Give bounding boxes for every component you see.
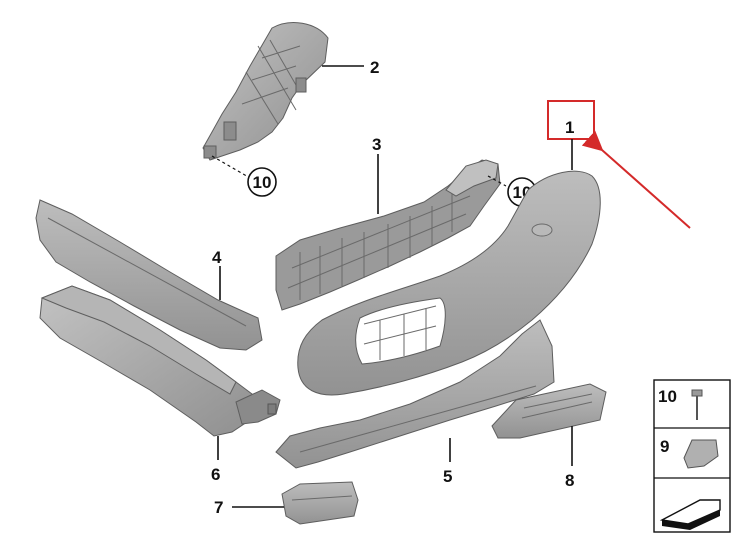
kit-reference-icon [659,499,721,530]
callout-4: 4 [212,248,222,267]
part-3-frame-bracket[interactable] [275,159,501,311]
legend-label-10: 10 [658,387,677,406]
callout-1-highlight-box [547,100,595,140]
callout-7: 7 [214,498,223,517]
highlight-arrow [581,130,691,229]
callout-2: 2 [370,58,379,77]
callout-10-upper: 10 [253,173,272,192]
fastener-legend: 10 9 [653,379,731,533]
callout-1: 1 [565,118,574,137]
clip-icon [683,439,719,469]
part-1-outer-trim[interactable] [297,170,601,396]
leader-10-upper [211,155,251,179]
callout-6: 6 [211,465,220,484]
part-6-trim-cover[interactable] [39,285,281,437]
part-7-clip-cover[interactable] [281,481,359,525]
callout-10-upper-ring [247,167,277,197]
callout-8: 8 [565,471,574,490]
screw-icon [691,389,703,420]
part-8-small-cover[interactable] [491,383,607,439]
part-2-trim-panel[interactable] [202,22,329,161]
callout-5: 5 [443,467,452,486]
callout-3: 3 [372,135,381,154]
part-4-trim-strip[interactable] [35,199,263,351]
part-5-lower-trim[interactable] [275,319,555,469]
legend-label-9: 9 [660,437,669,456]
